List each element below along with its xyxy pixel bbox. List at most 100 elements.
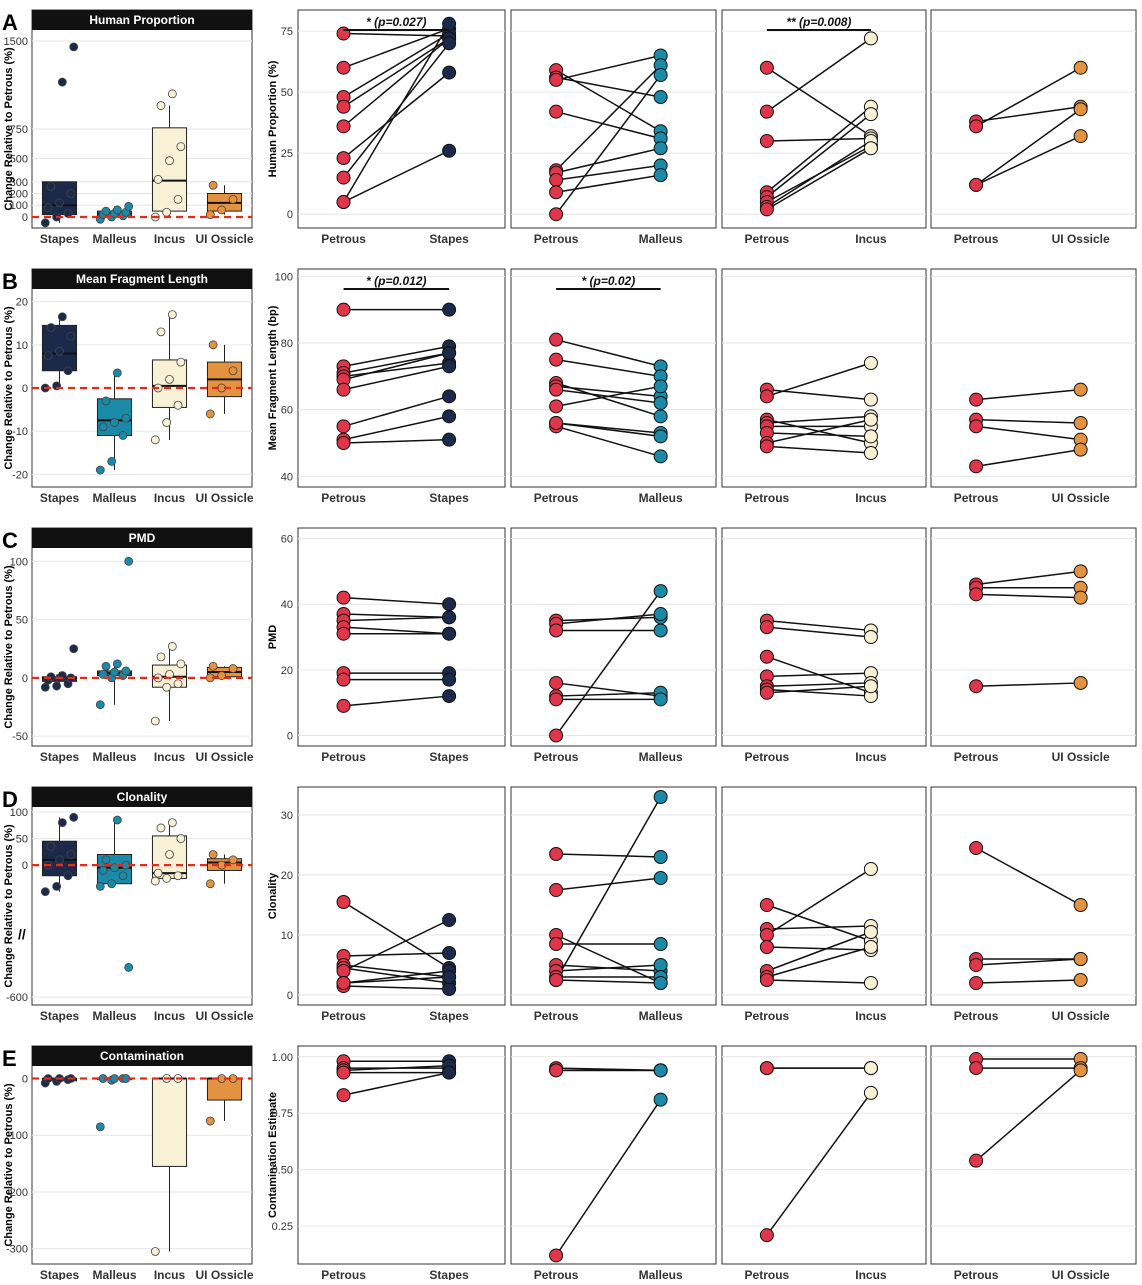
ossicle-point: [863, 1085, 878, 1100]
box-point: [63, 871, 73, 881]
y-tick-label: 60: [281, 534, 293, 546]
box-point: [66, 189, 76, 198]
petrous-point: [759, 940, 774, 954]
pair-line: [976, 388, 1081, 401]
x-tick-label: Incus: [154, 1009, 186, 1023]
x-tick-label: Petrous: [745, 750, 790, 764]
box-point: [150, 876, 160, 886]
box-point: [52, 681, 62, 691]
x-tick-label: UI Ossicle: [195, 232, 253, 246]
pair-line: [766, 619, 871, 632]
petrous-point: [969, 976, 984, 990]
box-point: [63, 366, 73, 376]
petrous-point: [549, 416, 564, 430]
facet-frame: [930, 786, 1137, 1006]
pair-line: [343, 985, 450, 990]
pair-line: [766, 868, 872, 936]
ossicle-point: [863, 862, 878, 876]
pair-line: [343, 964, 450, 978]
box-point: [110, 418, 119, 427]
petrous-point: [549, 173, 564, 188]
x-tick-label: Petrous: [534, 232, 579, 246]
pair-line: [343, 1071, 450, 1096]
ossicle-point: [442, 982, 457, 996]
ossicle-point: [1073, 382, 1088, 397]
y-tick-label: 100: [10, 807, 28, 819]
ossicle-point: [442, 597, 457, 612]
pair-line: [766, 432, 871, 438]
petrous-point: [549, 207, 564, 222]
x-tick-label: UI Ossicle: [1052, 491, 1110, 505]
pair-line: [766, 140, 872, 208]
petrous-point: [336, 170, 351, 185]
ossicle-point: [442, 970, 457, 984]
x-tick-label: UI Ossicle: [195, 491, 253, 505]
petrous-point: [336, 436, 351, 450]
axis-break-mark: //: [18, 926, 26, 942]
panel-title: Contamination: [100, 1049, 184, 1063]
box-point: [173, 871, 183, 881]
y-tick-label: 20: [16, 297, 28, 309]
panel-letter: B: [2, 269, 18, 294]
ossicle-point: [653, 584, 668, 599]
box-point: [101, 206, 111, 216]
petrous-point: [759, 898, 774, 912]
pair-line: [555, 1099, 662, 1256]
x-tick-label: Stapes: [429, 232, 469, 246]
petrous-point: [336, 964, 351, 978]
ossicle-point: [442, 36, 457, 51]
pair-line: [766, 685, 871, 694]
petrous-point: [549, 973, 564, 987]
pair-line: [766, 931, 872, 972]
pair-line: [766, 1092, 872, 1236]
pair-line: [766, 415, 871, 424]
box-point: [110, 667, 119, 677]
pair-line: [343, 352, 450, 374]
pair-line: [555, 934, 661, 984]
pair-line: [975, 847, 1082, 906]
pair-line: [555, 76, 661, 98]
y-tick-label: 0: [22, 383, 28, 395]
pair-line: [343, 27, 450, 69]
pair-line: [343, 365, 450, 391]
pair-line: [555, 425, 661, 458]
x-tick-label: Incus: [855, 750, 887, 764]
ossicle-point: [1073, 442, 1088, 457]
box-point: [101, 396, 111, 406]
ossicle-point: [442, 689, 457, 704]
box-point: [156, 652, 166, 662]
y-tick-label: 10: [16, 340, 28, 352]
petrous-point: [549, 399, 564, 414]
y-axis-label: Change Relative to Petrous (%): [3, 1083, 15, 1247]
x-tick-label: Stapes: [429, 750, 469, 764]
x-tick-label: Petrous: [745, 1268, 790, 1280]
petrous-point: [549, 883, 564, 897]
y-tick-label: 100: [10, 556, 28, 568]
pair-line: [766, 67, 872, 137]
y-tick-label: 40: [281, 599, 293, 611]
ossicle-point: [653, 850, 668, 864]
petrous-point: [336, 1065, 351, 1080]
box-point: [176, 142, 186, 151]
pair-line: [343, 37, 450, 108]
pair-line: [766, 37, 872, 113]
pair-line: [976, 425, 1081, 441]
pair-line: [766, 904, 872, 942]
box-point: [150, 1247, 160, 1256]
x-tick-label: UI Ossicle: [195, 1268, 253, 1280]
box-panel-frame: [31, 786, 253, 1006]
box-point: [162, 207, 172, 217]
ossicle-point: [653, 692, 668, 707]
panel-letter: E: [2, 1046, 17, 1071]
box-point: [55, 855, 64, 865]
y-tick-label: 20: [281, 665, 293, 677]
petrous-point: [549, 675, 564, 690]
x-tick-label: Malleus: [639, 491, 683, 505]
pair-line: [555, 796, 662, 981]
y-tick-label: 50: [16, 834, 28, 846]
y-tick-label: -20: [12, 469, 28, 481]
petrous-point: [336, 698, 351, 713]
y-axis-label: Mean Fragment Length (bp): [267, 305, 279, 450]
ossicle-point: [863, 31, 878, 46]
